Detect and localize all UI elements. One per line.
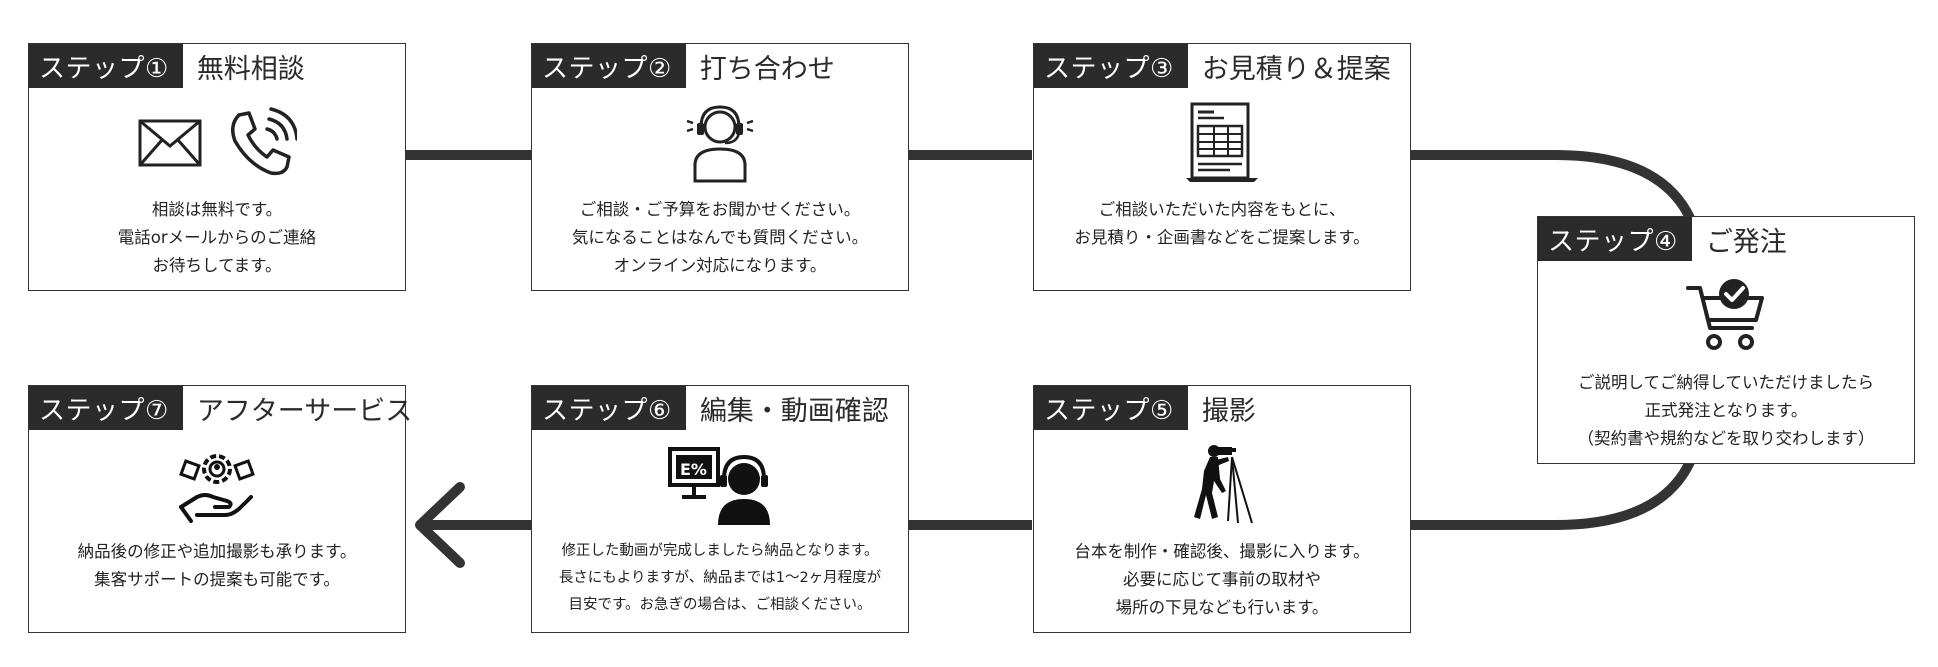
- desc-line: 集客サポートの提案も可能です。: [94, 570, 340, 589]
- desc-line: 必要に応じて事前の取材や: [1123, 570, 1321, 589]
- step-card-5: ステップ⑤ 撮影 台本を制作・確認後、撮影に入ります。 必要に応じて事前の取材や…: [1033, 385, 1411, 633]
- step-card-3: ステップ③ お見積り＆提案 ご相談いただいた内容をもとに、 お見積り・企画書など…: [1033, 43, 1411, 291]
- step-title: お見積り＆提案: [1201, 53, 1391, 85]
- step-title: 打ち合わせ: [699, 53, 835, 85]
- step-title: 無料相談: [196, 53, 305, 85]
- step-header: ステップ③ お見積り＆提案: [1034, 44, 1410, 88]
- step-description: ご相談・ご予算をお聞かせください。 気になることはなんでも質問ください。 オンラ…: [532, 196, 908, 280]
- desc-line: 長さにもよりますが、納品までは1〜2ヶ月程度が: [558, 570, 882, 586]
- connector-4-5: [1410, 459, 1695, 530]
- step-icon-group: [29, 102, 405, 184]
- step-description: 納品後の修正や追加撮影も承ります。 集客サポートの提案も可能です。: [29, 538, 405, 594]
- step-badge: ステップ⑥: [532, 386, 686, 430]
- desc-line: お待ちしてます。: [152, 256, 282, 275]
- step-badge: ステップ①: [29, 44, 183, 88]
- desc-line: 気になることはなんでも質問ください。: [571, 228, 869, 247]
- desc-line: 納品後の修正や追加撮影も承ります。: [77, 542, 357, 561]
- desc-line: お見積り・企画書などをご提案します。: [1074, 228, 1370, 247]
- step-description: ご説明してご納得していただけましたら 正式発注となります。 （契約書や規約などを…: [1538, 369, 1914, 453]
- step-badge: ステップ③: [1034, 44, 1188, 88]
- step-header: ステップ⑦ アフターサービス: [29, 386, 412, 430]
- step-icon-group: [532, 102, 908, 184]
- hand-gear-icon: [179, 454, 255, 523]
- step-header: ステップ⑥ 編集・動画確認: [532, 386, 908, 430]
- desc-line: 正式発注となります。: [1644, 401, 1808, 420]
- desc-line: 相談は無料です。: [151, 200, 283, 219]
- desc-line: 修正した動画が完成しましたら納品となります。: [561, 543, 879, 559]
- step-description: ご相談いただいた内容をもとに、 お見積り・企画書などをご提案します。: [1034, 196, 1410, 252]
- desc-line: オンライン対応になります。: [613, 256, 827, 275]
- step-description: 台本を制作・確認後、撮影に入ります。 必要に応じて事前の取材や 場所の下見なども…: [1034, 538, 1410, 622]
- step-card-7: ステップ⑦ アフターサービス 納品後の修正や追加撮影も承ります。 集客サポートの…: [28, 385, 412, 633]
- desc-line: ご相談・ご予算をお聞かせください。: [579, 200, 861, 219]
- step-description: 修正した動画が完成しましたら納品となります。 長さにもよりますが、納品までは1〜…: [532, 538, 908, 619]
- desc-line: ご相談いただいた内容をもとに、: [1098, 200, 1346, 219]
- connector-3-4: [1410, 150, 1695, 221]
- step-card-1: ステップ① 無料相談 相談は無料です。 電話orメールからのご連絡 お待ちしてま…: [28, 43, 406, 291]
- step-title: アフターサービス: [196, 395, 413, 427]
- step-title: 編集・動画確認: [699, 395, 889, 427]
- step-title: ご発注: [1705, 226, 1787, 258]
- document-icon: [1186, 102, 1258, 182]
- step-header: ステップ⑤ 撮影: [1034, 386, 1410, 430]
- camera-operator-icon: [1194, 445, 1253, 524]
- desc-line: （契約書や規約などを取り交わします）: [1577, 429, 1875, 448]
- headset-operator-icon: [686, 105, 754, 183]
- step-header: ステップ② 打ち合わせ: [532, 44, 908, 88]
- svg-text:E%: E%: [680, 460, 707, 479]
- step-card-4: ステップ④ ご発注 ご説明してご納得していただけましたら 正式発注となります。 …: [1537, 216, 1915, 464]
- step-icon-group: E%: [532, 444, 908, 526]
- desc-line: 目安です。お急ぎの場合は、ご相談ください。: [568, 597, 872, 613]
- step-icon-group: [1034, 102, 1410, 184]
- video-edit-support-icon: E%: [668, 447, 770, 525]
- phone-icon: [231, 107, 297, 176]
- step-card-6: ステップ⑥ 編集・動画確認 E% 修正した動画が完成しましたら納品となります。 …: [531, 385, 909, 633]
- step-icon-group: [1034, 444, 1410, 526]
- step-header: ステップ① 無料相談: [29, 44, 405, 88]
- desc-line: 場所の下見なども行います。: [1115, 598, 1329, 617]
- step-title: 撮影: [1201, 395, 1256, 427]
- step-icon-group: [1538, 275, 1914, 357]
- desc-line: ご説明してご納得していただけましたら: [1577, 373, 1874, 392]
- step-description: 相談は無料です。 電話orメールからのご連絡 お待ちしてます。: [29, 196, 405, 280]
- step-badge: ステップ④: [1538, 217, 1692, 261]
- envelope-icon: [138, 119, 202, 167]
- desc-line: 台本を制作・確認後、撮影に入ります。: [1074, 542, 1370, 561]
- step-icon-group: [29, 444, 405, 526]
- desc-line: 電話orメールからのご連絡: [117, 228, 317, 247]
- step-badge: ステップ⑦: [29, 386, 183, 430]
- step-badge: ステップ⑤: [1034, 386, 1188, 430]
- step-card-2: ステップ② 打ち合わせ ご相談・ご予算をお聞かせください。 気になることはなんで…: [531, 43, 909, 291]
- step-header: ステップ④ ご発注: [1538, 217, 1914, 261]
- step-badge: ステップ②: [532, 44, 686, 88]
- arrow-head-icon: [415, 482, 465, 568]
- cart-check-icon: [1686, 279, 1764, 350]
